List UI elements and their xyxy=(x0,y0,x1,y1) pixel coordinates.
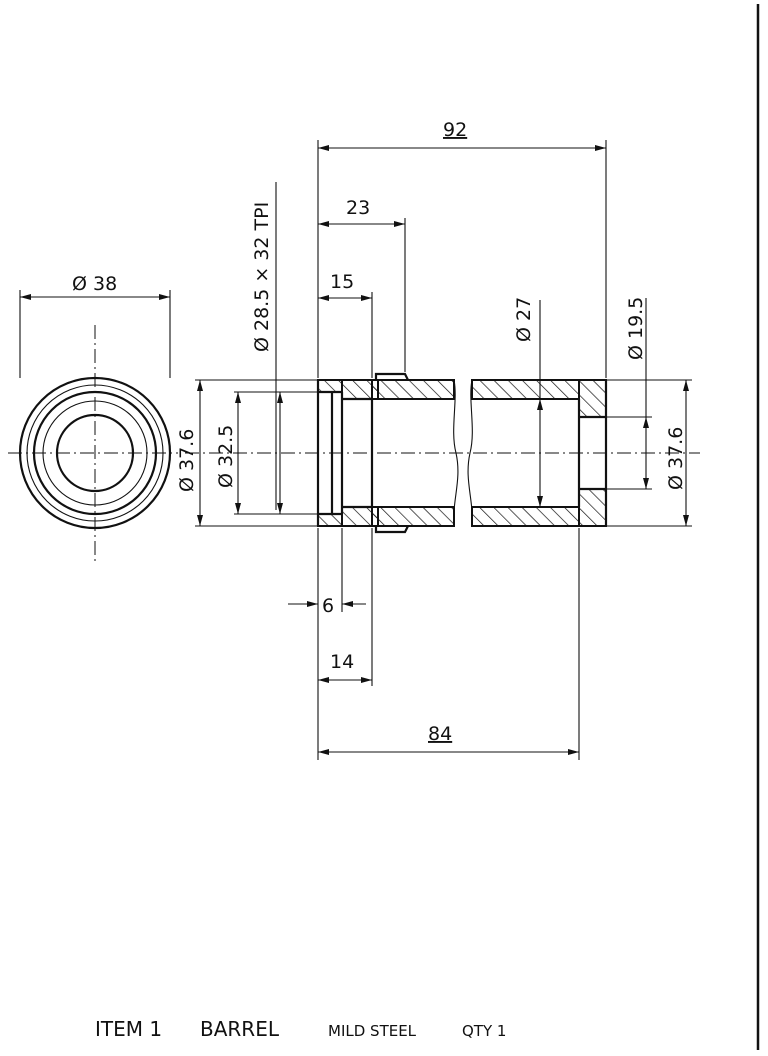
dim-counterbore-dia: Ø 32.5 xyxy=(215,425,237,488)
title-material: MILD STEEL xyxy=(328,1022,417,1040)
end-wall-bottom xyxy=(578,488,607,527)
dim-exit-dia: Ø 19.5 xyxy=(625,297,647,360)
dim-outer-dia-right: Ø 37.6 xyxy=(665,427,687,490)
title-item: ITEM 1 xyxy=(95,1017,162,1041)
dim-recess-14: 14 xyxy=(330,651,354,673)
wall-bottom-left xyxy=(371,506,455,527)
title-name: BARREL xyxy=(200,1017,280,1041)
section-view: 92 23 15 Ø 28.5 × 32 TPI Ø 37.6 Ø 32.5 Ø… xyxy=(176,119,700,760)
title-qty: QTY 1 xyxy=(462,1022,506,1040)
dim-thread-length: 23 xyxy=(346,197,370,219)
dim-bore-length: 84 xyxy=(428,723,452,745)
wall-top-right xyxy=(471,379,580,400)
end-view: Ø 38 xyxy=(8,273,178,565)
wall-top-left xyxy=(371,379,455,400)
title-block: ITEM 1 BARREL MILD STEEL QTY 1 xyxy=(95,1017,506,1041)
dim-overall-length: 92 xyxy=(443,119,467,141)
dim-thread-spec: Ø 28.5 × 32 TPI xyxy=(251,202,273,352)
end-wall-top xyxy=(578,379,607,418)
dim-end-view-dia: Ø 38 xyxy=(72,273,117,295)
dim-recess-6: 6 xyxy=(322,595,334,617)
dim-bore-dia: Ø 27 xyxy=(513,297,535,342)
wall-bottom-right xyxy=(471,506,580,527)
dim-counterbore-depth: 15 xyxy=(330,271,354,293)
dim-outer-dia-left: Ø 37.6 xyxy=(176,429,198,492)
